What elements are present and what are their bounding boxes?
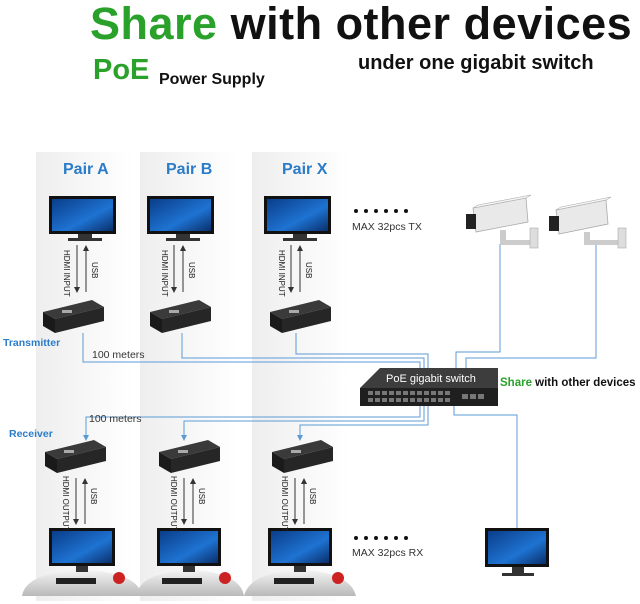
rx-extender-x (272, 440, 333, 473)
tx-x-hdmi-label: HDMI INPUT (277, 250, 286, 297)
switch-label: PoE gigabit switch (386, 373, 476, 385)
distance-tx-label: 100 meters (92, 349, 145, 361)
rx-x-usb-label: USB (308, 488, 317, 505)
power-supply-label: Power Supply (159, 71, 265, 88)
pair-x-label: Pair X (282, 161, 328, 178)
pair-b-label: Pair B (166, 161, 213, 178)
tx-monitor-b (147, 196, 214, 241)
share-label-rest: with other devices (535, 377, 636, 389)
camera-1 (466, 194, 539, 249)
tx-a-usb-label: USB (90, 262, 99, 279)
receiver-label: Receiver (9, 428, 53, 440)
headline: Share with other devices (90, 0, 632, 50)
rx-x-hdmi-label: HDMI OUTPUT (280, 476, 289, 532)
pair-a-label: Pair A (63, 161, 109, 178)
subtitle: under one gigabit switch (358, 52, 594, 74)
rx-extender-b (159, 440, 220, 473)
tx-monitor-x (264, 196, 331, 241)
tx-x-usb-label: USB (304, 262, 313, 279)
distance-rx-label: 100 meters (89, 413, 142, 425)
rx-b-hdmi-label: HDMI OUTPUT (169, 476, 178, 532)
rx-a-hdmi-label: HDMI OUTPUT (61, 476, 70, 532)
other-device-monitor (485, 528, 549, 576)
tx-b-hdmi-label: HDMI INPUT (160, 250, 169, 297)
headline-share: Share (90, 0, 218, 49)
tx-a-hdmi-label: HDMI INPUT (62, 250, 71, 297)
rx-continuation-dots (354, 536, 408, 540)
rx-a-usb-label: USB (89, 488, 98, 505)
max-rx-label: MAX 32pcs RX (352, 547, 424, 559)
tx-extender-x (270, 300, 331, 333)
share-label: Share with other devices (500, 377, 636, 389)
rx-b-usb-label: USB (197, 488, 206, 505)
rx-workstation-x (244, 528, 356, 596)
max-tx-label: MAX 32pcs TX (352, 221, 422, 233)
tx-monitor-a (49, 196, 116, 241)
tx-continuation-dots (354, 209, 408, 213)
transmitter-label: Transmitter (3, 337, 61, 349)
rx-workstation-b (136, 528, 244, 596)
poe-switch (360, 368, 498, 406)
tx-extender-a (43, 300, 104, 333)
share-label-green: Share (500, 377, 532, 389)
rx-workstation-a (22, 528, 142, 596)
tx-b-usb-label: USB (187, 262, 196, 279)
poe-label: PoE (93, 54, 150, 86)
camera-2 (549, 196, 627, 249)
rx-extender-a (45, 440, 106, 473)
headline-rest: with other devices (230, 0, 633, 49)
tx-extender-b (150, 300, 211, 333)
